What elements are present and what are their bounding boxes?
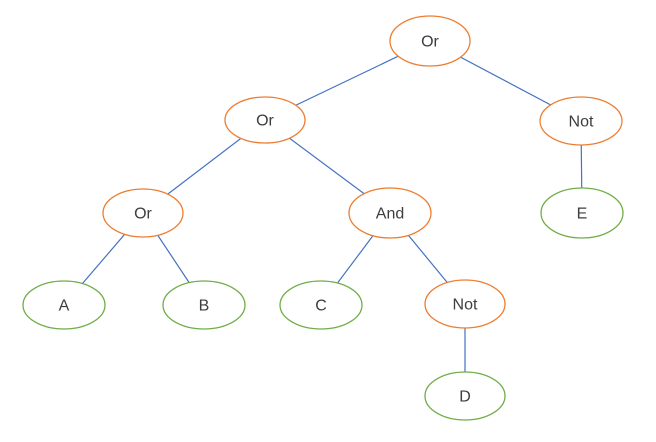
operand-ellipse [279, 280, 363, 330]
node-label-or-root: Or [421, 34, 439, 51]
node-label-not-right: Not [569, 114, 594, 131]
node-label-d: D [459, 389, 471, 406]
tree-node-d[interactable]: D [424, 371, 506, 421]
operand-ellipse [22, 280, 106, 330]
node-label-and: And [376, 206, 404, 223]
operator-ellipse [539, 96, 623, 146]
operator-ellipse [348, 187, 432, 239]
node-label-or-left: Or [256, 113, 274, 130]
node-label-not-inner: Not [453, 297, 478, 314]
operator-ellipse [224, 96, 306, 144]
tree-node-e[interactable]: E [540, 187, 624, 239]
tree-node-and[interactable]: And [348, 187, 432, 239]
operand-ellipse [424, 371, 506, 421]
tree-node-or-inner[interactable]: Or [102, 188, 184, 238]
tree-node-not-right[interactable]: Not [539, 96, 623, 146]
operand-ellipse [540, 187, 624, 239]
operand-ellipse [162, 280, 246, 330]
node-label-e: E [577, 206, 588, 223]
tree-node-or-left[interactable]: Or [224, 96, 306, 144]
tree-node-b[interactable]: B [162, 280, 246, 330]
node-label-c: C [315, 298, 327, 315]
tree-node-or-root[interactable]: Or [389, 15, 471, 67]
operator-ellipse [424, 279, 506, 329]
tree-node-c[interactable]: C [279, 280, 363, 330]
tree-node-not-inner[interactable]: Not [424, 279, 506, 329]
node-label-a: A [59, 298, 70, 315]
operator-ellipse [102, 188, 184, 238]
operator-ellipse [389, 15, 471, 67]
node-label-or-inner: Or [134, 206, 152, 223]
node-label-b: B [199, 298, 210, 315]
tree-node-a[interactable]: A [22, 280, 106, 330]
